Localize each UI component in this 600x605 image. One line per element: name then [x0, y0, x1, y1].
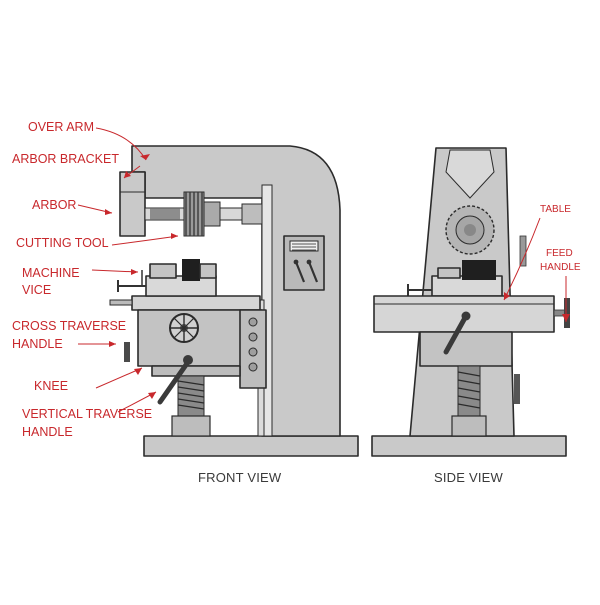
label-machine: MACHINE	[22, 266, 80, 280]
table-screw	[109, 299, 133, 306]
side-vertical-handle	[514, 374, 520, 404]
side-cutter	[445, 205, 495, 255]
label-feed: FEED	[546, 248, 573, 259]
spindle-nose	[241, 203, 263, 225]
label-side-view: SIDE VIEW	[434, 470, 504, 485]
front-view	[109, 145, 359, 457]
label-front-view: FRONT VIEW	[198, 470, 282, 485]
front-control-panel	[283, 235, 325, 291]
label-table: TABLE	[540, 204, 571, 215]
front-base	[143, 435, 359, 457]
knee-block	[151, 365, 241, 377]
label-cross-traverse: CROSS TRAVERSE	[12, 319, 126, 333]
vertical-traverse-handle	[157, 359, 191, 405]
elevating-screw	[171, 375, 211, 437]
leader-arrowheads	[105, 154, 570, 399]
side-cross-handle	[443, 313, 469, 355]
label-knee: KNEE	[34, 379, 68, 393]
overarm-top	[445, 149, 495, 199]
machine-vice	[117, 259, 217, 297]
cutting-tool	[183, 191, 221, 237]
front-table	[131, 295, 261, 311]
label-vertical-traverse-handle: HANDLE	[22, 425, 73, 439]
side-elevating-screw	[451, 365, 487, 437]
side-base	[371, 435, 567, 457]
label-feed-handle: HANDLE	[540, 262, 581, 273]
cross-traverse-handwheel	[169, 313, 199, 343]
label-over-arm: OVER ARM	[28, 120, 94, 134]
arbor-bracket	[119, 171, 146, 237]
label-arbor: ARBOR	[32, 198, 76, 212]
arbor-threads	[150, 208, 180, 220]
label-arbor-bracket: ARBOR BRACKET	[12, 152, 119, 166]
feed-gauge	[519, 235, 527, 267]
feed-handle	[553, 298, 570, 328]
label-cross-traverse-handle: HANDLE	[12, 337, 63, 351]
cross-handle-crank	[124, 342, 130, 362]
side-knee	[419, 331, 513, 367]
side-view	[371, 147, 570, 457]
label-vertical-traverse: VERTICAL TRAVERSE	[22, 407, 152, 421]
knee-bolts	[248, 317, 258, 372]
label-cutting-tool: CUTTING TOOL	[16, 236, 109, 250]
label-vice: VICE	[22, 283, 51, 297]
labels: OVER ARM ARBOR BRACKET ARBOR CUTTING TOO…	[12, 120, 581, 485]
